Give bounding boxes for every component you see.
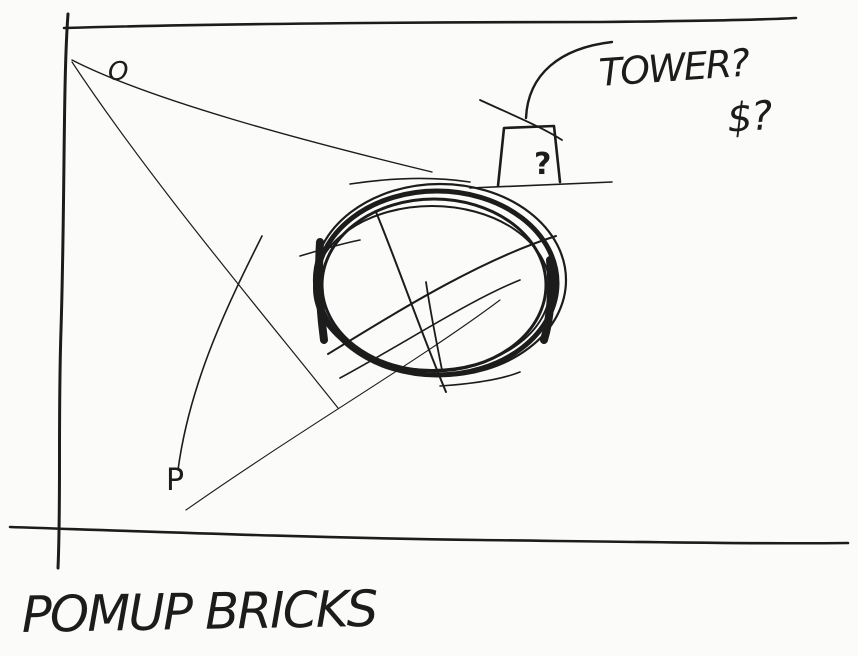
- frame-top-edge: [64, 18, 796, 28]
- tower-box: ?: [470, 100, 612, 188]
- scribbled-circle: [300, 178, 566, 392]
- curved-path: [178, 236, 262, 470]
- tower-question-mark: ?: [534, 147, 551, 182]
- horizon-line: [470, 182, 612, 188]
- note-cost: $?: [725, 93, 774, 142]
- note-tower: TOWER?: [598, 41, 752, 95]
- sight-line-lower: [72, 62, 338, 408]
- caption: POMUP BRICKS: [21, 580, 378, 644]
- frame-bottom-edge: [10, 527, 848, 543]
- frame: [10, 14, 848, 568]
- sight-line-bottom: [186, 300, 500, 510]
- sight-lines: [72, 60, 500, 510]
- tower-note: TOWER? $?: [598, 41, 774, 142]
- label-p: P: [166, 463, 184, 498]
- label-o: O: [108, 57, 128, 87]
- frame-left-edge: [58, 14, 68, 568]
